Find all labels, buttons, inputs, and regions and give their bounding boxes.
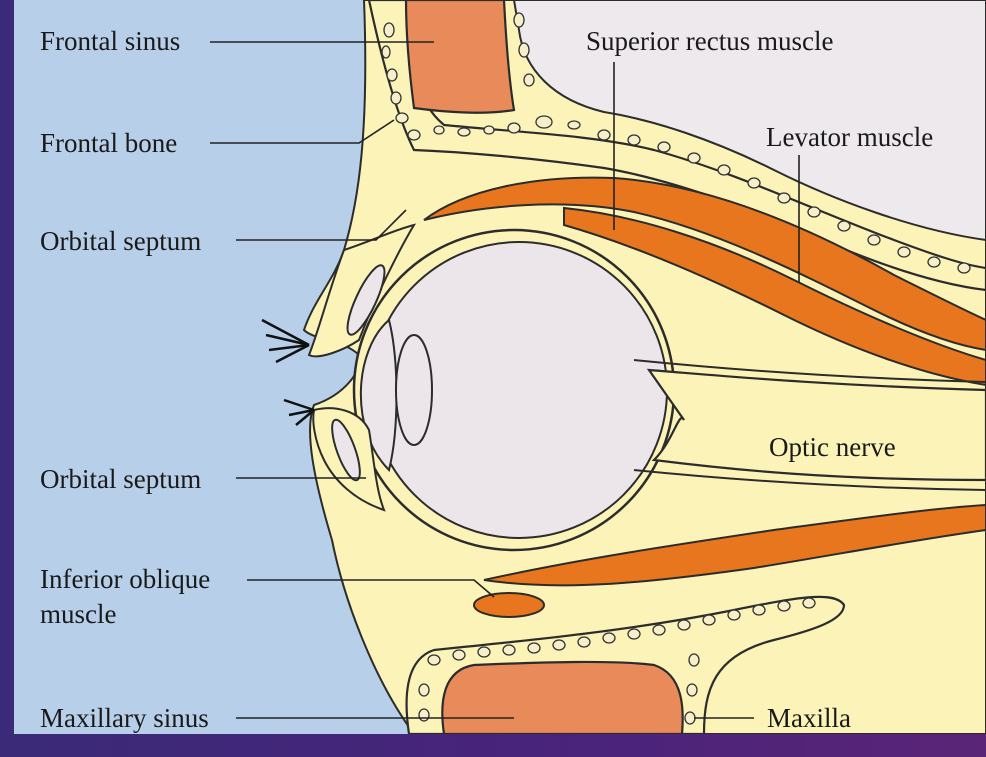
label-maxillary-sinus: Maxillary sinus [40,703,209,733]
lens [396,335,432,445]
label-superior-rectus: Superior rectus muscle [586,26,833,56]
label-frontal-bone: Frontal bone [40,128,177,158]
label-orbital-septum-upper: Orbital septum [40,226,201,256]
label-inferior-oblique-2: muscle [40,599,116,629]
orbit-diagram: Frontal sinus Frontal bone Orbital septu… [14,0,986,734]
frontal-sinus-shape [406,0,514,113]
label-inferior-oblique-1: Inferior oblique [40,564,210,594]
inferior-oblique-shape [474,593,544,617]
label-maxilla: Maxilla [767,703,851,733]
label-optic-nerve: Optic nerve [769,432,896,462]
label-frontal-sinus: Frontal sinus [40,26,180,56]
label-levator: Levator muscle [766,122,933,152]
maxillary-sinus-shape [442,662,682,734]
label-orbital-septum-lower: Orbital septum [40,464,201,494]
